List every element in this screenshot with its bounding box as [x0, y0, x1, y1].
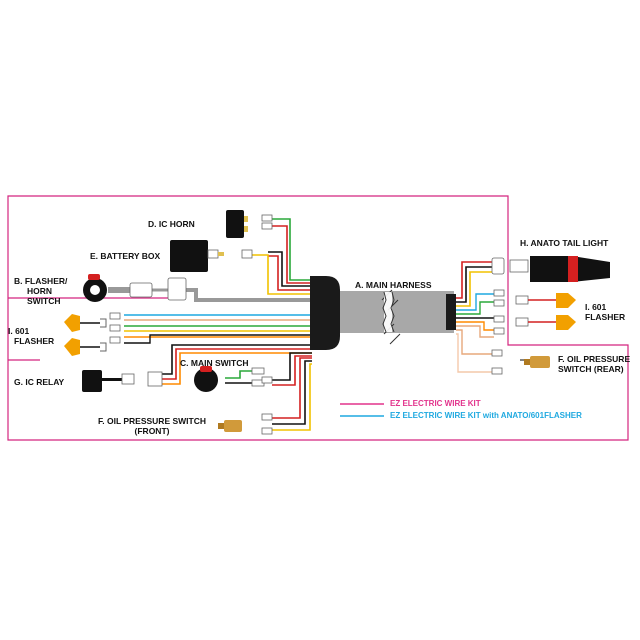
ic-horn: [226, 210, 273, 238]
label-anato-tail-light: H. ANATO TAIL LIGHT: [520, 238, 609, 248]
label-flasher-601-left: I. 601 FLASHER: [8, 326, 54, 346]
label-ic-relay: G. IC RELAY: [14, 377, 65, 387]
legend-ez-kit-anato: EZ ELECTRIC WIRE KIT with ANATO/601FLASH…: [390, 411, 582, 420]
legend-ez-kit: EZ ELECTRIC WIRE KIT: [390, 399, 481, 408]
label-line: B. FLASHER/: [14, 276, 68, 286]
label-ic-horn: D. IC HORN: [148, 219, 195, 229]
oil-pressure-front: [218, 413, 273, 435]
main-harness: [310, 276, 456, 350]
switch-cable: [152, 288, 312, 302]
label-line: SWITCH: [27, 296, 61, 306]
oil-rear-wires: [456, 329, 492, 373]
main-switch-wires: [225, 352, 312, 386]
label-flasher-horn-switch: B. FLASHER/ HORN SWITCH: [14, 276, 67, 306]
battery-box: [170, 240, 253, 272]
tail-light-wires: [456, 261, 492, 307]
label-main-switch: C. MAIN SWITCH: [180, 358, 249, 368]
label-battery-box: E. BATTERY BOX: [90, 251, 161, 261]
battery-wires: [252, 251, 312, 295]
label-line: SWITCH (REAR): [558, 364, 624, 374]
horn-wires: [272, 218, 312, 284]
oil-pressure-rear: [491, 349, 550, 375]
label-line: (FRONT): [134, 426, 170, 436]
label-line: F. OIL PRESSURE SWITCH: [98, 416, 206, 426]
label-line: FLASHER: [585, 312, 626, 322]
label-line: HORN: [27, 286, 53, 296]
label-oil-pressure-front: F. OIL PRESSURE SWITCH (FRONT): [98, 416, 206, 436]
label-line: FLASHER: [14, 336, 55, 346]
flasher-right-wires: [456, 293, 494, 338]
label-line: I. 601: [8, 326, 30, 336]
ez-kit-boundary: [7, 195, 629, 441]
flasher-left-wires: [124, 314, 312, 344]
main-switch: [194, 366, 273, 392]
label-line: F. OIL PRESSURE: [558, 354, 631, 364]
oil-front-wires: [272, 357, 312, 431]
label-oil-pressure-rear: F. OIL PRESSURE SWITCH (REAR): [558, 354, 630, 374]
label-main-harness: A. MAIN HARNESS: [355, 280, 432, 290]
ic-relay: [82, 370, 163, 392]
flasher-601-left: [64, 312, 121, 356]
relay-wires: [162, 344, 312, 385]
flasher-601-right: [493, 289, 576, 335]
flasher-horn-switch: [83, 274, 187, 302]
anato-tail-light: [491, 256, 610, 282]
label-flasher-601-right: I. 601 FLASHER: [585, 302, 625, 322]
label-line: I. 601: [585, 302, 607, 312]
